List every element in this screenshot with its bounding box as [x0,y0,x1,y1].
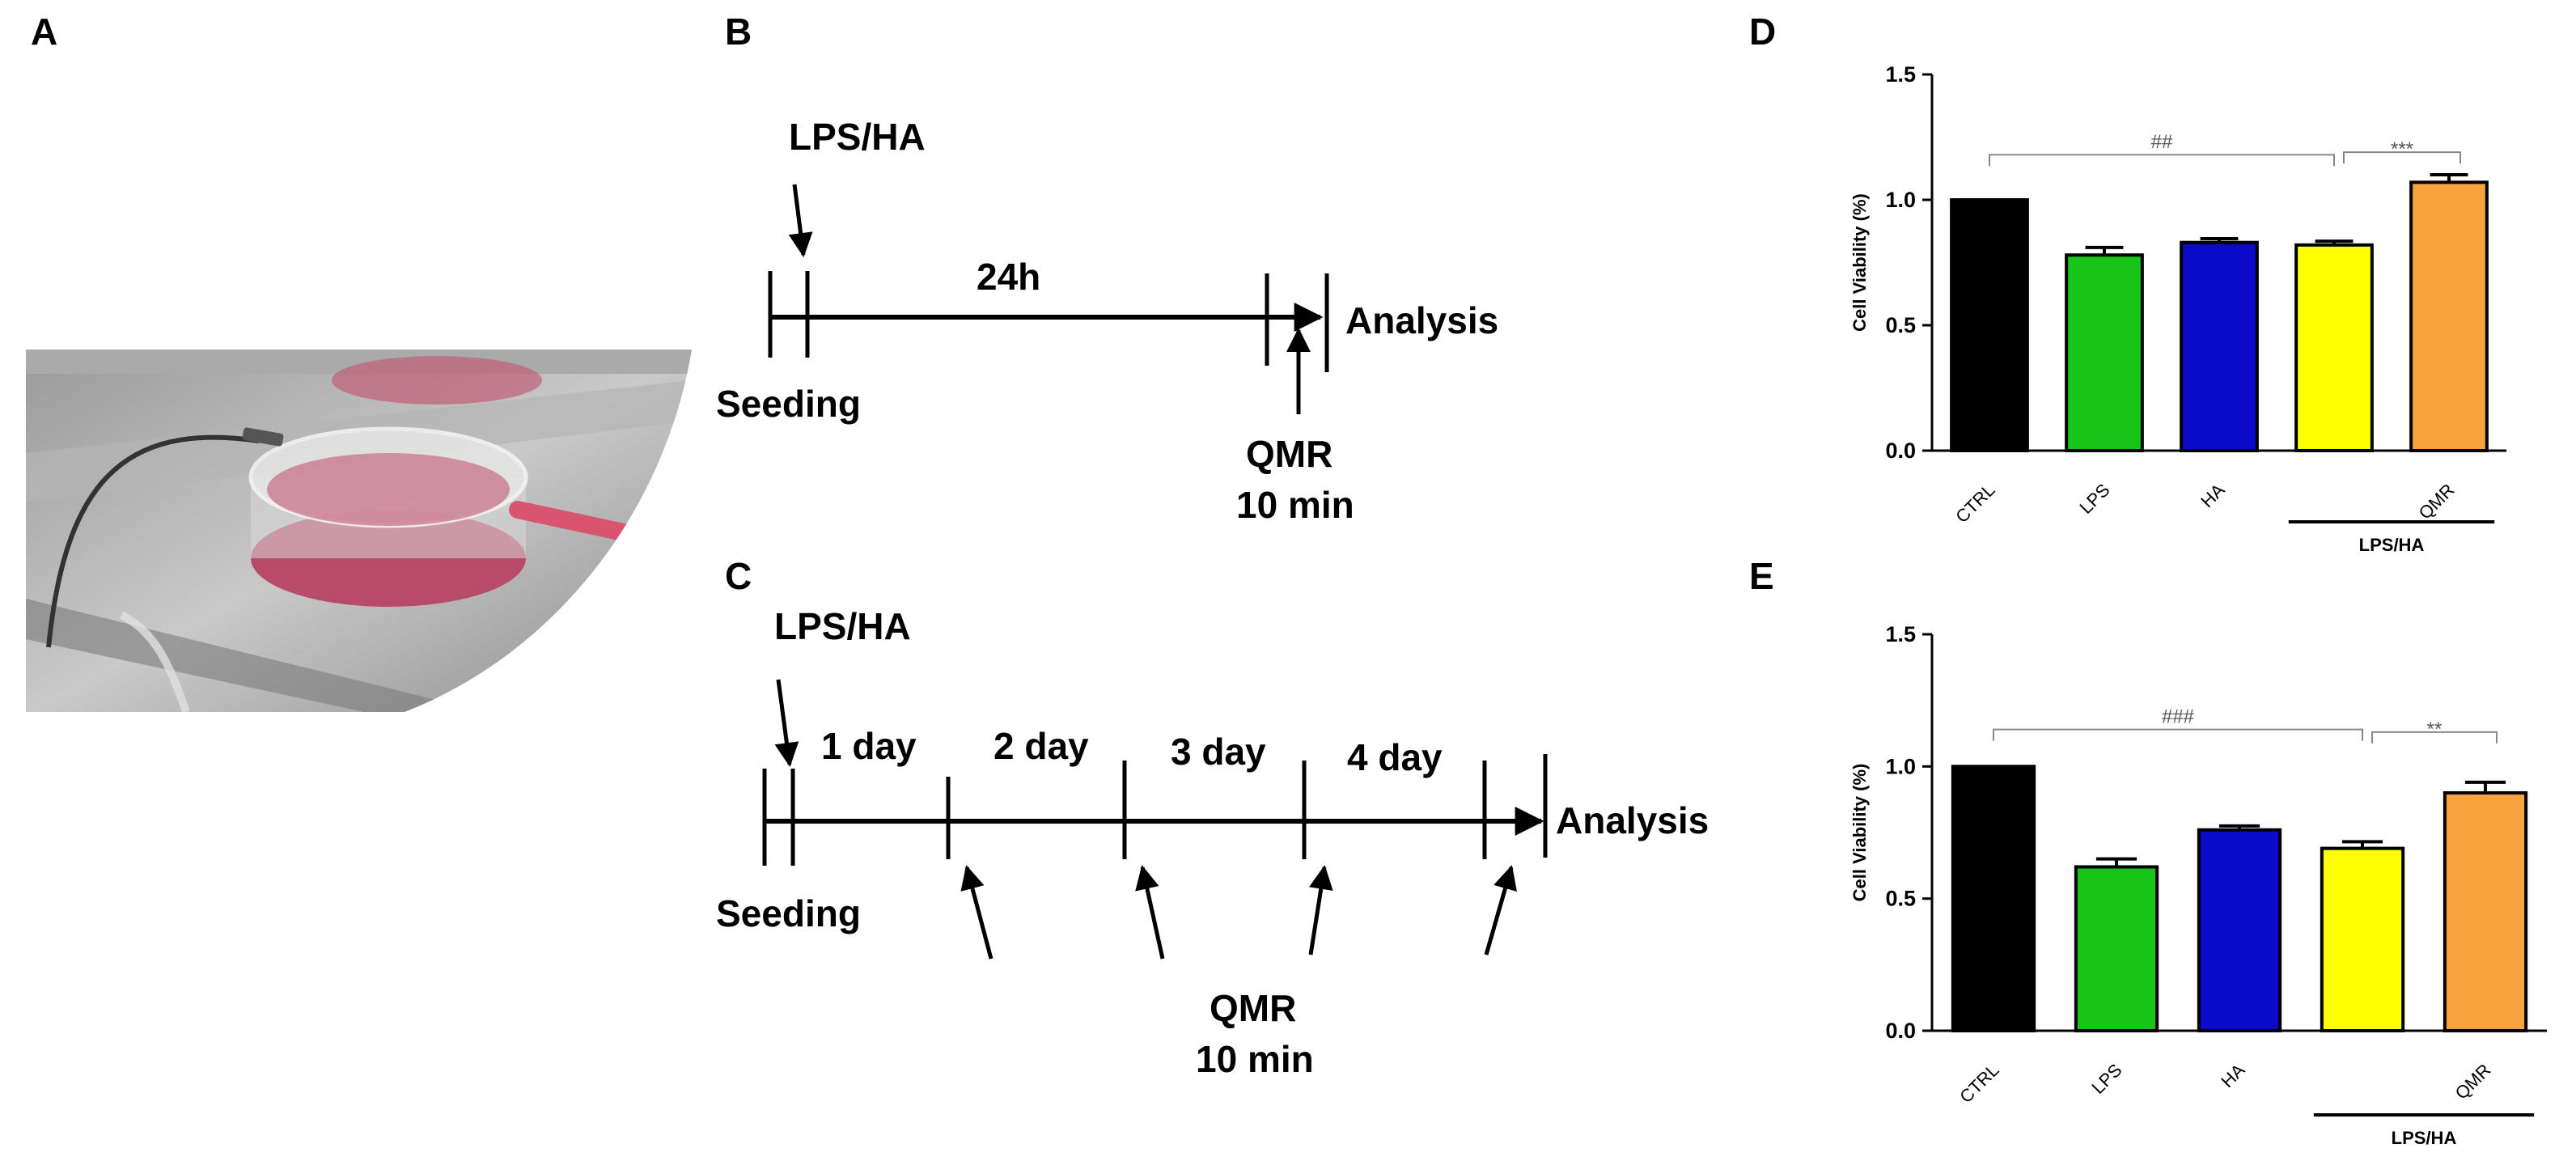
timeline-b-stim: QMR [1246,433,1332,475]
y-tick-label: 0.5 [1885,887,1916,911]
significance-label-2: ** [2427,718,2443,740]
timeline-c-treatment: LPS/HA [774,605,911,647]
timeline-b-stim-time: 10 min [1236,484,1354,526]
category-label: LPS [2075,480,2113,518]
y-tick-label: 0.5 [1885,313,1916,337]
timeline-c-day-2: 2 day [994,725,1089,767]
timeline-b: LPS/HA 24h Seeding Analysis QMR 10 min [716,116,1498,526]
significance-label-2: *** [2391,138,2413,160]
significance-bracket-1 [1989,154,2335,167]
y-axis-label: Cell Viability (%) [1849,193,1870,332]
timeline-b-treatment: LPS/HA [789,116,926,158]
significance-label-1: ### [2162,706,2195,728]
timeline-c-day-1: 1 day [821,725,917,767]
timeline-c-stim-time: 10 min [1196,1038,1314,1080]
category-label: CTRL [1951,480,1998,527]
y-axis-label: Cell Viability (%) [1849,764,1870,902]
timeline-c-stim: QMR [1210,987,1296,1029]
y-tick-label: 1.0 [1885,188,1916,212]
group-label: LPS/HA [2359,535,2425,555]
y-tick-label: 0.0 [1885,1019,1916,1043]
category-label: HA [2217,1060,2249,1092]
significance-bracket-2 [2371,731,2498,744]
panel-label-e: E [1749,555,1774,597]
bar-qmr [2409,180,2489,453]
y-tick-label: 1.5 [1885,622,1916,646]
timeline-c-start: Seeding [716,892,861,934]
group-label: LPS/HA [2392,1128,2457,1148]
bar-lps-ha [2294,243,2374,452]
y-tick-label: 0.0 [1885,439,1916,463]
y-tick-label: 1.5 [1885,62,1916,87]
timeline-c-day-3: 3 day [1171,731,1266,773]
category-label: QMR [2415,480,2459,523]
bar-lps-ha [2320,846,2405,1032]
bar-qmr [2443,791,2528,1032]
bar-lps [2065,253,2144,453]
timeline-b-start: Seeding [716,383,861,425]
bar-lps [2074,865,2159,1033]
timeline-c: LPS/HA 1 day 2 day 3 day 4 day Seeding A… [716,605,1709,1080]
category-label: CTRL [1955,1060,2002,1107]
category-label: HA [2197,480,2229,512]
panel-label-c: C [725,555,752,597]
timeline-b-duration: 24h [977,256,1040,298]
timeline-c-end: Analysis [1556,799,1709,841]
bar-ha [2197,828,2282,1032]
petri-dish-photo [26,350,692,712]
significance-label-1: ## [2151,131,2173,153]
timeline-b-end: Analysis [1345,299,1498,341]
panel-label-b: B [725,11,752,53]
significance-bracket-2 [2343,151,2461,164]
category-label: LPS [2087,1060,2125,1098]
category-label: QMR [2451,1060,2495,1104]
bar-ctrl [1951,765,2036,1032]
y-tick-label: 1.0 [1885,754,1916,778]
significance-bracket-1 [1993,728,2363,741]
bar-ha [2180,240,2259,452]
timeline-c-day-4: 4 day [1347,736,1443,778]
bar-ctrl [1950,198,2029,452]
panel-label-a: A [31,11,57,53]
panel-label-d: D [1749,11,1776,53]
